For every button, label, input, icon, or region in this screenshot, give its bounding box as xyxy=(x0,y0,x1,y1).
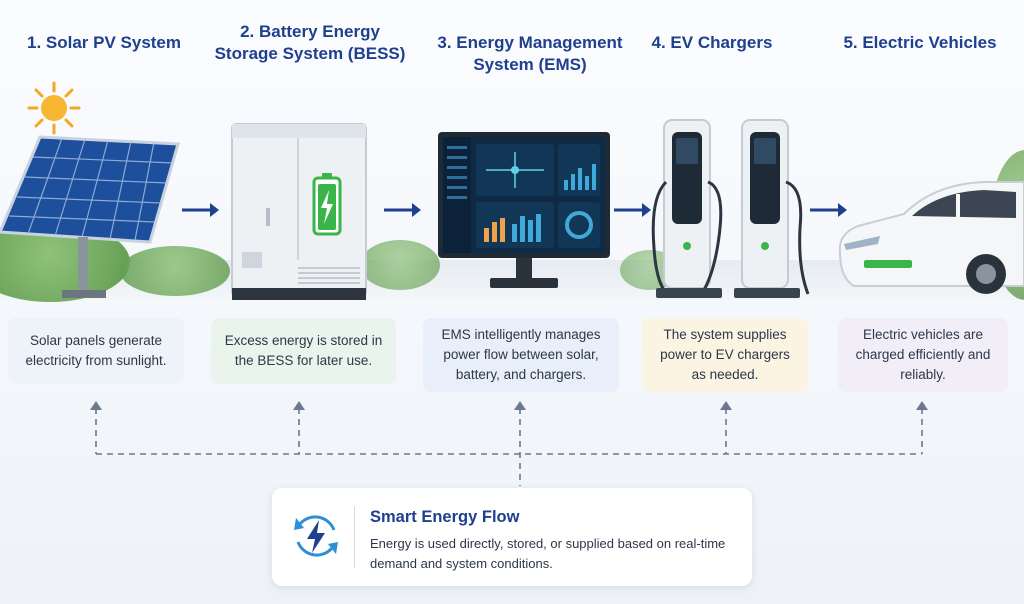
step-description-electric-vehicles: Electric vehicles are charged efficientl… xyxy=(838,318,1008,392)
step-title-ev-chargers: 4. EV Chargers xyxy=(651,33,773,52)
flow-title: Smart Energy Flow xyxy=(370,508,520,526)
step-description-solar: Solar panels generate electricity from s… xyxy=(8,318,184,384)
divider xyxy=(354,506,355,568)
flow-arrow xyxy=(384,203,421,217)
flow-arrow xyxy=(182,203,219,217)
step-description-ems: EMS intelligently manages power flow bet… xyxy=(423,318,619,392)
step-title-solar: 1. Solar PV System xyxy=(26,33,182,52)
hill xyxy=(120,246,230,296)
hill xyxy=(360,240,440,290)
sun-icon xyxy=(27,81,81,135)
battery-icon xyxy=(312,173,342,236)
flow-arrow xyxy=(614,203,651,217)
ev-charger xyxy=(651,119,723,298)
electric-car xyxy=(838,181,1024,294)
ev-charger xyxy=(734,119,810,298)
refresh-cycle-icon xyxy=(294,515,338,557)
flow-arrow xyxy=(810,203,847,217)
battery-storage-cabinet xyxy=(231,123,367,300)
step-description-ev-chargers: The system supplies power to EV chargers… xyxy=(642,318,808,392)
step-description-bess: Excess energy is stored in the BESS for … xyxy=(211,318,396,384)
step-title-ems: 3. Energy Management System (EMS) xyxy=(437,33,623,74)
dashed-feedback-lines xyxy=(90,401,928,486)
flow-text: Energy is used directly, stored, or supp… xyxy=(370,536,726,571)
solar-panel-icon xyxy=(0,135,180,298)
ems-monitor xyxy=(438,132,610,288)
step-title-bess: 2. Battery Energy Storage System (BESS) xyxy=(214,22,406,63)
smart-energy-flow-card: Smart Energy Flow Energy is used directl… xyxy=(272,488,752,586)
step-title-electric-vehicles: 5. Electric Vehicles xyxy=(843,33,997,52)
